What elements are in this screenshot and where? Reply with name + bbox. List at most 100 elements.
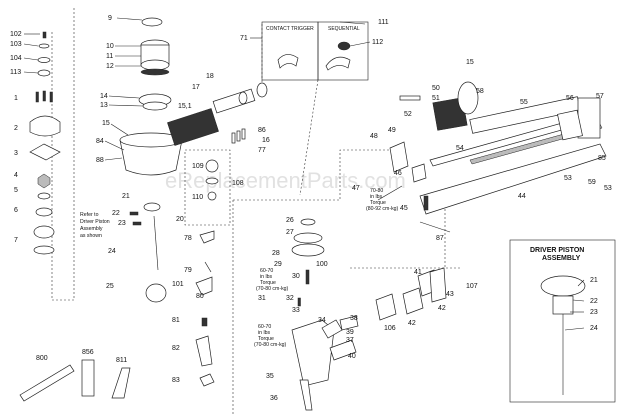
part-number-5: 5: [14, 187, 18, 194]
part-number-26: 26: [286, 217, 294, 224]
part-number-56: 56: [566, 95, 574, 102]
middle-column-parts: [129, 202, 215, 387]
part-number-37: 37: [346, 337, 354, 344]
part-number-78: 78: [184, 235, 192, 242]
part-number-58: 58: [476, 88, 484, 95]
part-number-54: 54: [456, 145, 464, 152]
part-number-100: 100: [316, 261, 328, 268]
part-number-7: 7: [14, 237, 18, 244]
part-number-23: 23: [590, 309, 598, 316]
part-number-32: 32: [286, 295, 294, 302]
part-number-9: 9: [108, 15, 112, 22]
part-number-17: 17: [192, 84, 200, 91]
left-column-parts: [29, 31, 61, 255]
part-number-34: 34: [318, 317, 326, 324]
part-number-36: 36: [270, 395, 278, 402]
part-number-47: 47: [352, 185, 360, 192]
annotation-line: as shown: [80, 233, 102, 239]
leader-lines: [23, 17, 585, 331]
part-number-57: 57: [596, 93, 604, 100]
part-number-33: 33: [292, 307, 300, 314]
part-number-39: 39: [346, 329, 354, 336]
part-number-22: 22: [112, 210, 120, 217]
part-number-103: 103: [10, 41, 22, 48]
annotation-line: Driver Piston: [80, 219, 110, 225]
part-number-55: 55: [520, 99, 528, 106]
part-number-83: 83: [172, 377, 180, 384]
part-number-51: 51: [432, 95, 440, 102]
part-number-11: 11: [106, 53, 113, 60]
part-number-107: 107: [466, 283, 478, 290]
part-number-29: 29: [274, 261, 282, 268]
part-number-52: 52: [404, 111, 412, 118]
part-number-50: 50: [432, 85, 440, 92]
part-number-28: 28: [272, 250, 280, 257]
part-number-15: 15: [466, 59, 474, 66]
part-number-40: 40: [348, 353, 356, 360]
refer-note: Refer to Driver Piston Assembly as shown: [80, 212, 110, 239]
part-number-59: 59: [588, 179, 596, 186]
annotation-line: Torque: [258, 336, 274, 342]
accessory-parts: [19, 359, 131, 402]
annotation-line: in lbs: [260, 274, 273, 280]
part-number-77: 77: [258, 147, 266, 154]
part-number-81: 81: [172, 317, 180, 324]
part-number-46: 46: [394, 170, 402, 177]
part-number-79: 79: [184, 267, 192, 274]
part-number-45: 45: [400, 205, 408, 212]
part-number-104: 104: [10, 55, 22, 62]
part-number-86: 86: [258, 127, 266, 134]
annotation-line: in lbs: [258, 330, 271, 336]
annotation-line: Torque: [370, 200, 386, 206]
driver-piston-inset: DRIVER PISTON ASSEMBLY: [509, 239, 616, 403]
sequential-label: SEQUENTIAL: [328, 26, 360, 32]
torque-note-b: 60-70 in lbs Torque (70-80 cm-kg): [254, 324, 287, 348]
part-number-113: 113: [10, 69, 21, 76]
annotation-line: Refer to: [80, 212, 99, 218]
part-number-106: 106: [384, 325, 396, 332]
contact-trigger-box: CONTACT TRIGGER: [261, 21, 319, 81]
part-number-24: 24: [108, 248, 116, 255]
part-number-110: 110: [192, 194, 203, 201]
annotation-line: (70-80 cm-kg): [256, 286, 289, 292]
part-number-109: 109: [192, 163, 204, 170]
part-number-84: 84: [96, 138, 104, 145]
part-number-22: 22: [590, 298, 598, 305]
part-number-82: 82: [172, 345, 180, 352]
driver-piston-title-line2: ASSEMBLY: [542, 255, 581, 262]
part-number-6: 6: [14, 207, 18, 214]
part-number-16: 16: [262, 137, 270, 144]
part-number-2: 2: [14, 125, 18, 132]
part-number-102: 102: [10, 31, 22, 38]
torque-note-c: 70-80 in lbs Torque (80-92 cm-kg): [366, 188, 399, 212]
part-number-31: 31: [258, 295, 266, 302]
part-number-labels: 9 10 11 12 14 13 15 84 88 18 17 15,1 86 …: [10, 15, 612, 402]
part-number-20: 20: [176, 216, 184, 223]
part-number-38: 38: [350, 315, 358, 322]
center-lower-assembly: [291, 218, 447, 411]
part-number-15-1: 15,1: [178, 103, 192, 110]
part-number-27: 27: [286, 229, 294, 236]
part-number-14: 14: [100, 93, 108, 100]
part-number-85: 85: [598, 155, 606, 162]
part-number-108: 108: [232, 180, 244, 187]
part-number-4: 4: [14, 172, 18, 179]
part-number-42: 42: [438, 305, 446, 312]
part-number-25: 25: [106, 283, 114, 290]
part-number-3: 3: [14, 150, 18, 157]
part-number-44: 44: [518, 193, 526, 200]
part-number-1: 1: [14, 95, 18, 102]
part-number-87: 87: [436, 235, 444, 242]
magazine-assembly: [389, 81, 607, 233]
part-number-49: 49: [388, 127, 396, 134]
part-number-21: 21: [122, 193, 130, 200]
part-number-10: 10: [106, 43, 114, 50]
part-number-13: 13: [100, 102, 108, 109]
contact-trigger-label: CONTACT TRIGGER: [266, 26, 314, 32]
part-number-23: 23: [118, 220, 126, 227]
part-number-111: 111: [378, 19, 389, 26]
part-number-856: 856: [82, 349, 94, 356]
part-number-12: 12: [106, 63, 114, 70]
part-number-18: 18: [206, 73, 214, 80]
